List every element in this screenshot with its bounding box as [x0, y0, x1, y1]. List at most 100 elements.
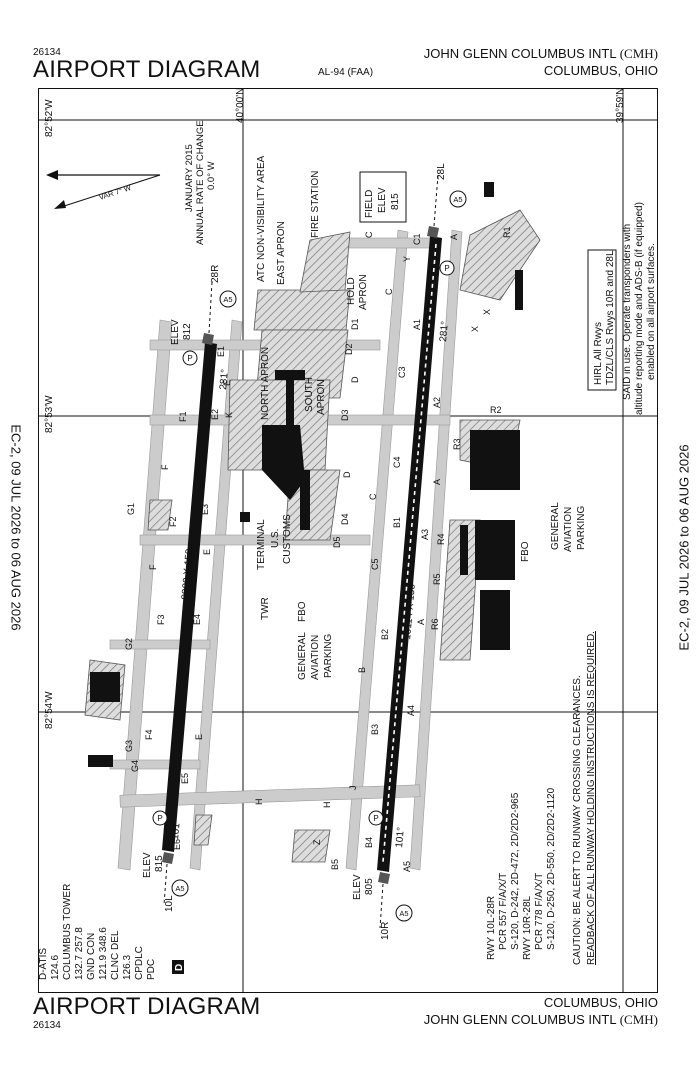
twy-c1: C1	[412, 233, 422, 245]
a5-label-1: A5	[223, 295, 232, 304]
twy-h: H	[254, 799, 264, 806]
runway-labels: 8000 X 150 10114 X 150 10L 28R 10R 28L 1…	[142, 163, 451, 940]
freq-atis-label: D-ATIS	[38, 948, 49, 980]
twy-c: C	[364, 231, 374, 238]
rwy10l-threshold	[162, 852, 174, 864]
buildings	[88, 182, 523, 767]
rate-note-2: ANNUAL RATE OF CHANGE	[195, 120, 206, 245]
graticule-labels: 82°52'W 82°53'W 82°54'W 40°00'N 39°59'N	[44, 88, 626, 729]
twy-e6: E6	[172, 839, 182, 850]
true-north-arrow	[46, 170, 58, 180]
twy-f2: F2	[168, 516, 178, 527]
north-apron-area	[253, 289, 351, 331]
twy-a1: A1	[412, 319, 422, 330]
field-elev-3: 815	[390, 193, 401, 210]
twy-e-3: E	[194, 734, 204, 740]
twy-j: J	[348, 786, 358, 791]
hangar-r5	[475, 520, 515, 580]
cargo-building-1	[484, 182, 494, 197]
twy-r5: R5	[432, 573, 442, 585]
elev-label-10l: ELEV	[142, 852, 153, 878]
freq-cpdlc: CPDLC	[134, 946, 145, 980]
taxiway-g4	[109, 759, 201, 770]
lat-label-left: 40°00'N	[235, 88, 246, 123]
twy-b4: B4	[364, 837, 374, 848]
taxiway-f	[117, 319, 173, 871]
twy-a4: A4	[406, 705, 416, 716]
twy-r4: R4	[436, 533, 446, 545]
rwy10r-threshold	[378, 872, 390, 884]
note-hirl-1: HIRL All Rwys	[593, 322, 604, 385]
hdg-101-a: 101°	[170, 819, 183, 841]
a5-label-4: A5	[399, 909, 408, 918]
p-symbol-3	[439, 260, 455, 276]
rotated-labels: ATC NON-VISIBILITY AREA EAST APRON FIRE …	[256, 155, 587, 680]
rate-of-change: JANUARY 2015 ANNUAL RATE OF CHANGE 0.0° …	[184, 120, 217, 245]
label-east-apron: EAST APRON	[276, 221, 287, 285]
p-label-1: P	[187, 354, 192, 363]
fbo-building	[460, 525, 468, 575]
freq-atis: 124.6	[50, 955, 61, 980]
rwy28r-threshold	[202, 333, 214, 345]
city-top: COLUMBUS, OHIO	[543, 63, 658, 78]
runway-10r-28l	[377, 226, 442, 884]
hirl-box	[587, 249, 617, 391]
twy-c5: C5	[370, 558, 380, 570]
twy-e5: E5	[180, 773, 190, 784]
twy-a5: A5	[402, 861, 412, 872]
ga-parking-east	[439, 519, 481, 661]
label-ga-b3: PARKING	[576, 506, 587, 550]
chart-id: AL-94 (FAA)	[318, 67, 374, 78]
hangar-r3	[470, 430, 520, 490]
rwy-28r: 28R	[210, 265, 221, 283]
note-said-3: enabled on all airport surfaces.	[646, 243, 657, 380]
label-ga-b1: GENERAL	[550, 502, 561, 550]
g4-building	[88, 755, 113, 767]
hold-apron-area	[299, 231, 351, 293]
twy-g4: G4	[130, 760, 140, 772]
aprons	[84, 209, 541, 863]
a5-symbol-1	[219, 290, 237, 308]
twy-d: D	[350, 376, 360, 383]
label-fbo-b: FBO	[520, 541, 531, 562]
lat-label-right: 39°59'N	[615, 88, 626, 123]
elev-10r: 805	[364, 878, 375, 895]
twy-d2: D2	[344, 343, 354, 355]
variation-label: VAR 7° W	[98, 183, 133, 202]
twy-f: F	[160, 464, 170, 470]
twy-r2: R2	[490, 405, 502, 415]
variation-arrows	[46, 170, 161, 209]
lon-label-1: 82°52'W	[44, 99, 55, 137]
freq-clnc-label: CLNC DEL	[110, 930, 121, 980]
twy-e1: E1	[216, 346, 226, 357]
p-symbols	[152, 260, 455, 826]
lon-label-3: 82°54'W	[44, 691, 55, 729]
rwy-10l: 10L	[164, 895, 175, 912]
rate-note-1: JANUARY 2015	[184, 144, 195, 212]
twy-d5: D5	[332, 536, 342, 548]
twy-y: Y	[402, 256, 412, 262]
twy-d-2: D	[342, 471, 352, 478]
taxiway-a	[409, 229, 463, 871]
pcn-10l-28r-head: RWY 10L-28R	[486, 896, 497, 960]
twy-d1: D1	[350, 318, 360, 330]
twy-x-2: X	[482, 309, 492, 315]
field-elev-2: ELEV	[377, 187, 388, 213]
rwy1-dims: 8000 X 150	[180, 548, 195, 600]
pcn-10r-28l-1: PCR 778 F/A/X/T	[534, 873, 545, 950]
p-symbol-4	[368, 810, 384, 826]
twy-x: X	[470, 326, 480, 332]
twy-k: K	[224, 412, 234, 418]
a5-symbol-2	[171, 879, 189, 897]
note-said-1: SAID in use. Operate transponders with	[622, 224, 633, 400]
lon-label-2: 82°53'W	[44, 395, 55, 433]
label-twr: TWR	[260, 597, 271, 620]
twy-a3: A3	[420, 529, 430, 540]
a5-symbols	[171, 190, 467, 922]
p-symbol-2	[152, 810, 168, 826]
d-symbol-box	[172, 960, 184, 974]
twy-r3: R3	[452, 438, 462, 450]
twy-f1: F1	[178, 411, 188, 422]
hdg-281-b: 281°	[438, 321, 451, 343]
